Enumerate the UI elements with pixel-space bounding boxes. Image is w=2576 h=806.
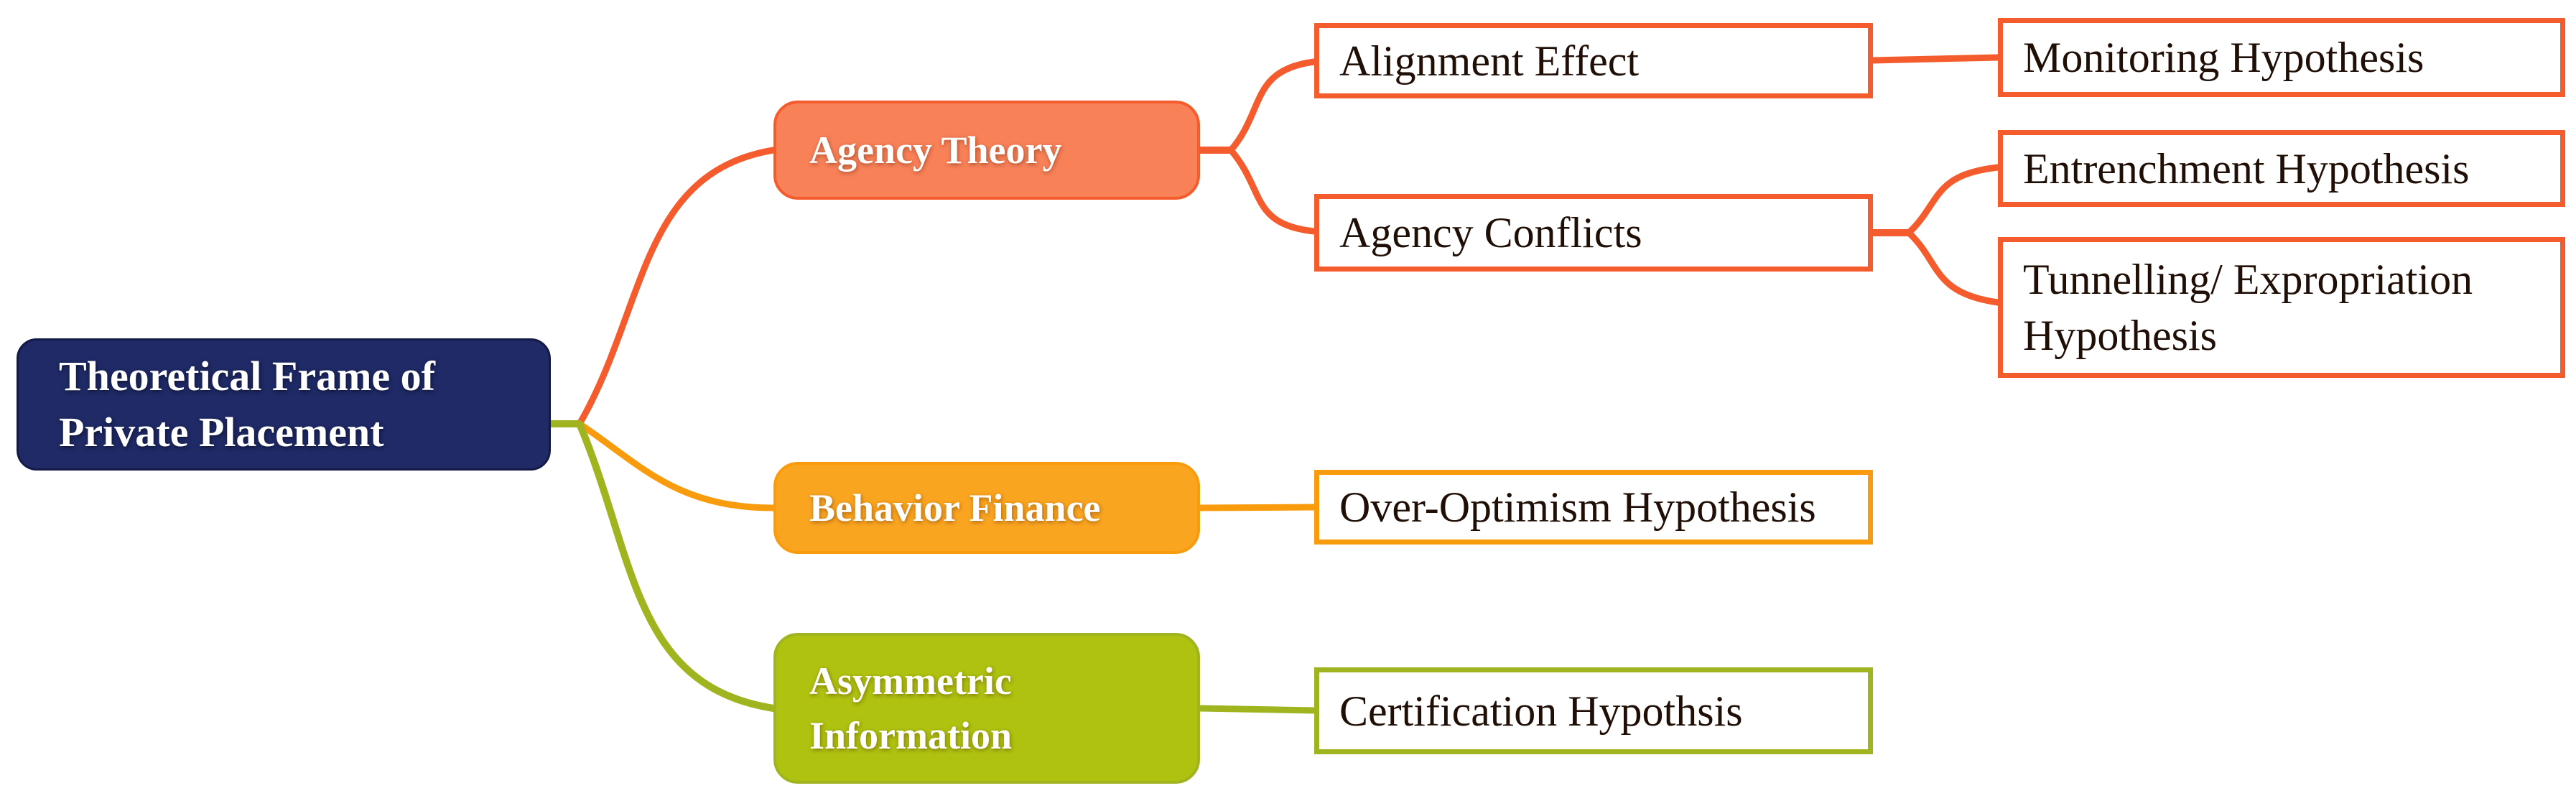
node-tunnelling-hypothesis-line2: Hypothesis: [2023, 312, 2217, 359]
edge-behavior-over-optimism: [1196, 504, 1318, 511]
node-monitoring-hypothesis: Monitoring Hypothesis: [1998, 18, 2565, 97]
edge-asymmetric-certification: [1196, 705, 1318, 714]
node-entrenchment-hypothesis: Entrenchment Hypothesis: [1998, 130, 2565, 207]
node-agency-conflicts: Agency Conflicts: [1314, 194, 1873, 272]
node-over-optimism-label: Over-Optimism Hypothesis: [1339, 483, 1816, 531]
node-alignment-effect: Alignment Effect: [1314, 23, 1873, 98]
node-over-optimism: Over-Optimism Hypothesis: [1314, 470, 1873, 545]
node-asymmetric-information-line1: Asymmetric: [809, 659, 1012, 703]
edge-conflicts-entrenchment: [1905, 164, 2001, 236]
node-agency-theory: Agency Theory: [773, 101, 1200, 200]
node-entrenchment-hypothesis-label: Entrenchment Hypothesis: [2023, 144, 2470, 193]
edge-alignment-monitoring: [1869, 54, 2001, 64]
node-tunnelling-hypothesis-line1: Tunnelling/ Expropriation: [2023, 256, 2473, 303]
node-behavior-finance: Behavior Finance: [773, 462, 1200, 554]
edge-conflicts-tunnelling: [1905, 229, 2001, 306]
node-alignment-effect-label: Alignment Effect: [1339, 37, 1640, 85]
edge-root-asymmetric-information: [576, 420, 777, 712]
edge-root-behavior-finance: [576, 420, 777, 511]
node-asymmetric-information: Asymmetric Information: [773, 633, 1200, 784]
node-theoretical-frame-line1: Theoretical Frame of: [59, 353, 435, 399]
node-certification: Certification Hypothsis: [1314, 667, 1873, 754]
edge-root-agency-theory: [576, 147, 777, 427]
node-agency-conflicts-label: Agency Conflicts: [1339, 209, 1642, 256]
node-certification-label: Certification Hypothsis: [1339, 687, 1743, 735]
node-theoretical-frame-line2: Private Placement: [59, 409, 384, 455]
node-monitoring-hypothesis-label: Monitoring Hypothesis: [2023, 34, 2424, 81]
edge-agency-alignment-effect: [1227, 58, 1318, 154]
node-behavior-finance-label: Behavior Finance: [809, 486, 1101, 529]
node-tunnelling-hypothesis: Tunnelling/ Expropriation Hypothesis: [1998, 237, 2565, 378]
node-asymmetric-information-line2: Information: [809, 714, 1012, 757]
node-agency-theory-label: Agency Theory: [809, 129, 1062, 172]
edge-agency-agency-conflicts: [1227, 147, 1318, 235]
node-theoretical-frame: Theoretical Frame of Private Placement: [17, 338, 551, 471]
